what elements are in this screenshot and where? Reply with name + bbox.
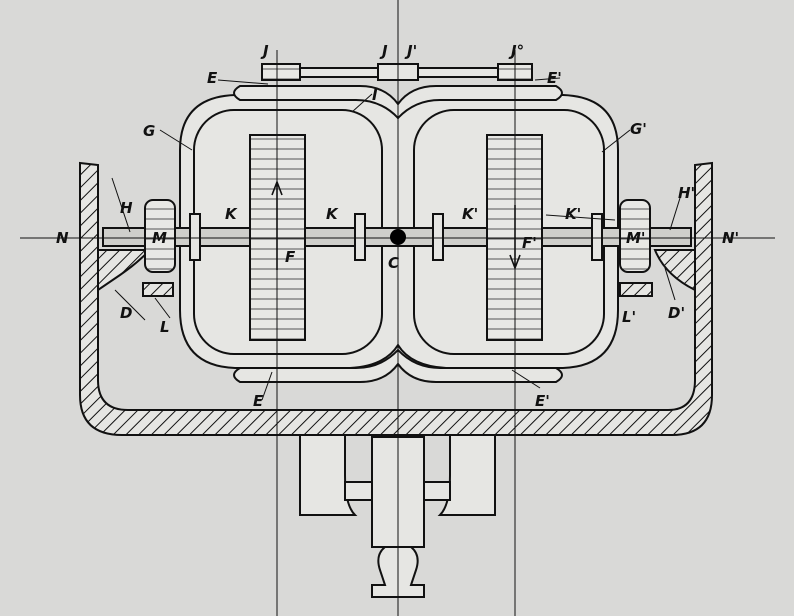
label-L-prime: L' <box>622 308 636 326</box>
label-M: M <box>152 229 167 247</box>
roller-M <box>144 199 176 273</box>
label-E-bottom: E <box>253 392 264 410</box>
label-J-center: J <box>379 42 388 60</box>
tray-housing <box>79 161 713 436</box>
label-H: H <box>120 199 133 217</box>
label-D: D <box>120 304 132 322</box>
label-F: F <box>285 248 296 266</box>
label-K-1: K <box>225 205 238 223</box>
label-J-prime: J' <box>404 42 417 60</box>
center-point-C <box>390 229 406 245</box>
label-C: C <box>388 254 399 272</box>
roller-M-prime <box>619 199 651 273</box>
label-J-degree: J° <box>508 42 524 60</box>
block-L-prime <box>619 282 653 297</box>
label-E-prime-top: E' <box>547 69 562 87</box>
label-E-prime-bottom: E' <box>535 392 550 410</box>
label-N: N <box>56 229 69 247</box>
label-J: J <box>260 42 269 60</box>
label-D-prime: D' <box>668 304 685 322</box>
label-L: L <box>160 318 170 336</box>
label-E-top: E <box>207 69 218 87</box>
label-G: G <box>143 122 155 140</box>
label-N-prime: N' <box>722 229 739 247</box>
label-F-prime: F' <box>522 234 537 252</box>
block-J <box>261 63 301 81</box>
label-H-prime: H' <box>678 184 695 202</box>
label-K-2: K <box>326 205 339 223</box>
label-I: I <box>372 86 378 104</box>
bearing-D-prime <box>653 249 696 292</box>
block-L <box>142 282 174 297</box>
label-G-prime: G' <box>630 120 647 138</box>
label-K-prime-2: K' <box>565 205 581 223</box>
label-K-prime-1: K' <box>462 205 478 223</box>
label-M-prime: M' <box>626 229 646 247</box>
